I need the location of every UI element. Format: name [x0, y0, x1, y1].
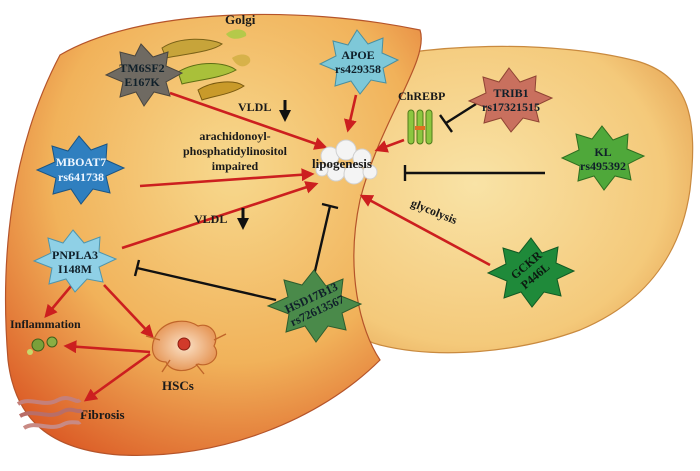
arrow-apoe-lipogenesis — [343, 94, 358, 133]
chrebp-receptor-icon — [407, 109, 433, 145]
inhibit-hsd17b13-pnpla3 — [136, 266, 277, 302]
gckr-starburst — [486, 237, 576, 308]
golgi-label: Golgi — [225, 12, 256, 27]
vldl-mid-label: VLDL — [194, 212, 227, 226]
apoe-starburst — [318, 29, 400, 95]
liver-left-lobe — [4, 13, 422, 457]
arrow-chrebp-lipogenesis — [374, 138, 405, 153]
tm6sf2-starburst — [104, 43, 184, 107]
activation-arrows — [44, 91, 491, 402]
mboat7-starburst — [35, 135, 126, 205]
fibrosis-icon — [16, 396, 84, 430]
pnpla3-starburst — [32, 229, 118, 293]
inflammation-icon — [27, 336, 58, 355]
hsd17b13-starburst — [266, 269, 363, 343]
kl-name: KL — [594, 145, 611, 159]
pnpla3-name: PNPLA3 — [52, 248, 98, 262]
apoe-variant: rs429358 — [335, 62, 381, 76]
lipogenesis-label: lipogenesis — [312, 156, 372, 171]
pnpla3-variant: I148M — [58, 262, 92, 276]
inhibition-lines — [133, 102, 545, 302]
chrebp-label: ChREBP — [398, 89, 445, 103]
arachidonoyl-line3: impaired — [212, 159, 259, 173]
kl-variant: rs495392 — [580, 159, 626, 173]
arrow-mboat7-lipogenesis — [139, 168, 315, 188]
vldl-top-label: VLDL — [238, 100, 271, 114]
vldl-down-arrows — [237, 100, 291, 230]
arrow-hscs-inflammation — [63, 340, 151, 354]
inhibit-trib1-chrebp — [445, 102, 477, 125]
mboat7-name: MBOAT7 — [56, 155, 106, 169]
tm6sf2-name: TM6SF2 — [119, 61, 164, 75]
inflammation-label: Inflammation — [10, 317, 81, 331]
arachidonoyl-line2: phosphatidylinositol — [183, 144, 288, 158]
arachidonoyl-line1: arachidonoyl- — [199, 129, 270, 143]
trib1-variant: rs17321515 — [482, 100, 540, 114]
arrow-hscs-fibrosis — [83, 352, 151, 402]
arrow-gckr-lipogenesis — [359, 194, 491, 267]
fibrosis-label: Fibrosis — [80, 407, 125, 422]
trib1-name: TRIB1 — [493, 86, 528, 100]
lipid-droplet-icon — [315, 139, 378, 185]
mboat7-variant: rs641738 — [58, 170, 104, 184]
tm6sf2-variant: E167K — [124, 75, 160, 89]
trib1-starburst — [467, 67, 554, 133]
arrow-pnpla3-hscs — [103, 284, 154, 338]
arrow-tm6sf2-lipogenesis — [169, 91, 328, 150]
arrow-pnpla3-inflammation — [44, 284, 73, 318]
hscs-label: HSCs — [162, 378, 194, 393]
apoe-name: APOE — [341, 48, 374, 62]
kl-starburst — [560, 125, 646, 191]
arrow-pnpla3-lipogenesis — [121, 181, 319, 250]
golgi-apparatus — [161, 29, 251, 101]
hsc-cell-icon — [145, 320, 227, 375]
